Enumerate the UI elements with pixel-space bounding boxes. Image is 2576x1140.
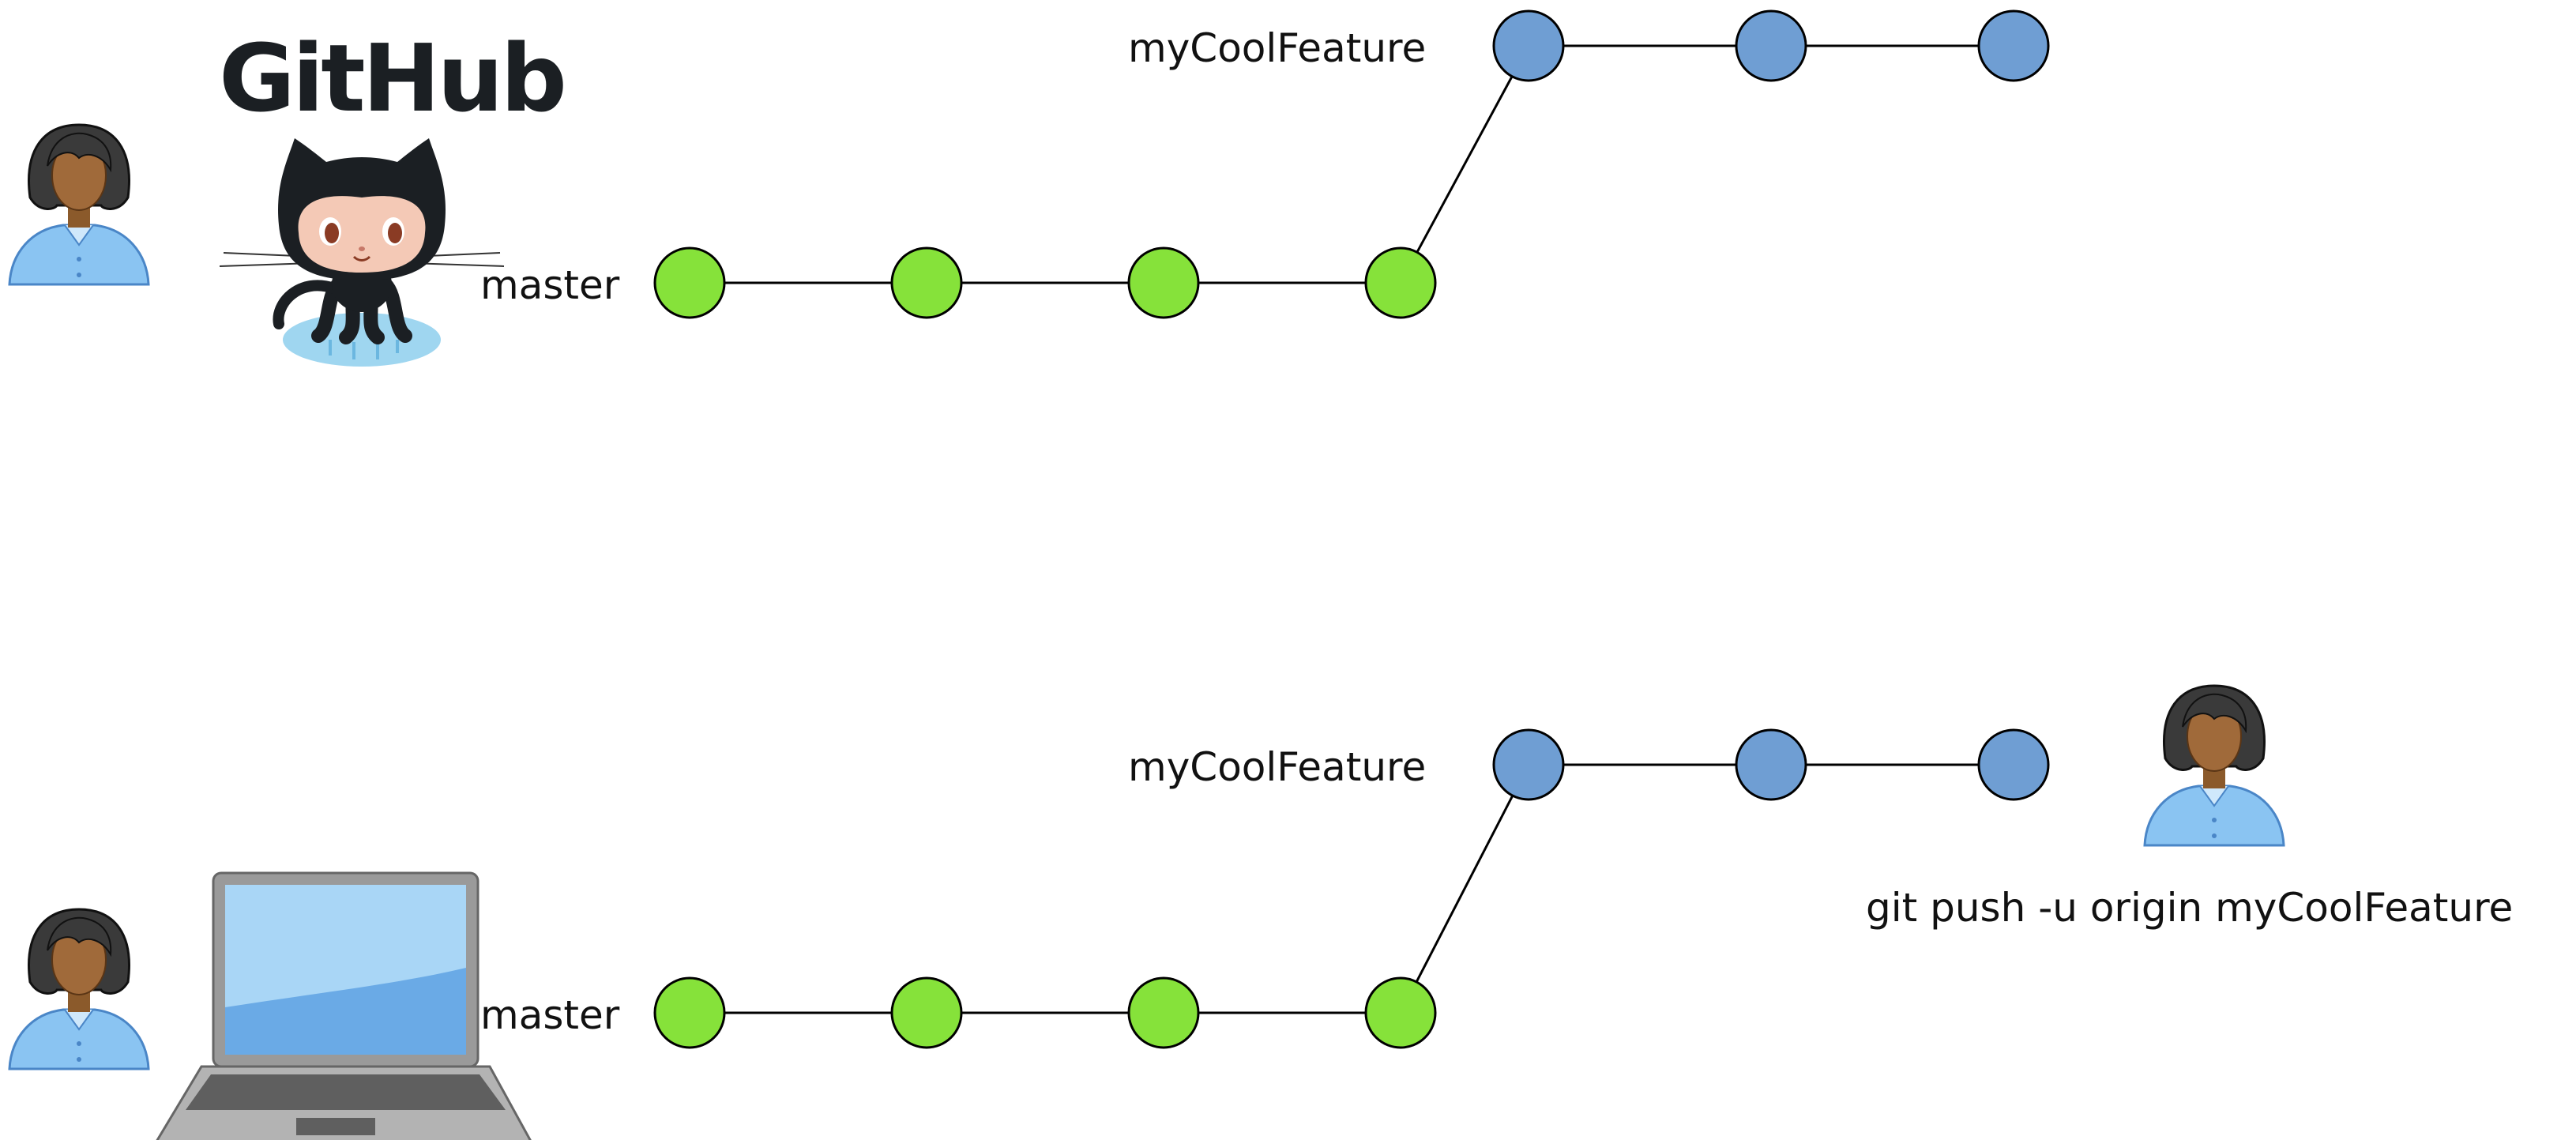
pushing-user-icon [2143, 684, 2285, 847]
remote-master-commit [1364, 246, 1437, 319]
remote-master-label: master [480, 262, 620, 308]
remote-master-commit [1127, 246, 1200, 319]
local-user-icon [8, 908, 150, 1070]
local-feature-commit [1735, 728, 1807, 801]
local-feature-commit [1492, 728, 1565, 801]
remote-feature-commit [1492, 9, 1565, 82]
remote-branch-graph [653, 9, 2050, 319]
remote-master-commit [890, 246, 963, 319]
push-command-text: git push -u origin myCoolFeature [1866, 885, 2513, 931]
local-feature-commit [1977, 728, 2050, 801]
remote-feature-commit [1735, 9, 1807, 82]
remote-master-commit [653, 246, 726, 319]
local-master-commit [1364, 976, 1437, 1049]
local-master-commit [890, 976, 963, 1049]
github-octocat-icon [220, 138, 504, 367]
local-master-commit [1127, 976, 1200, 1049]
github-logo-text: GitHub [219, 24, 564, 133]
remote-feature-commit [1977, 9, 2050, 82]
local-master-commit [653, 976, 726, 1049]
remote-branch-edge [1399, 45, 1530, 284]
remote-feature-label: myCoolFeature [1128, 25, 1426, 71]
local-feature-label: myCoolFeature [1128, 744, 1426, 790]
local-master-label: master [480, 992, 620, 1038]
laptop-icon [152, 871, 535, 1140]
local-branch-graph [653, 728, 2050, 1049]
remote-user-icon [8, 123, 150, 286]
local-branch-edge [1399, 764, 1530, 1014]
